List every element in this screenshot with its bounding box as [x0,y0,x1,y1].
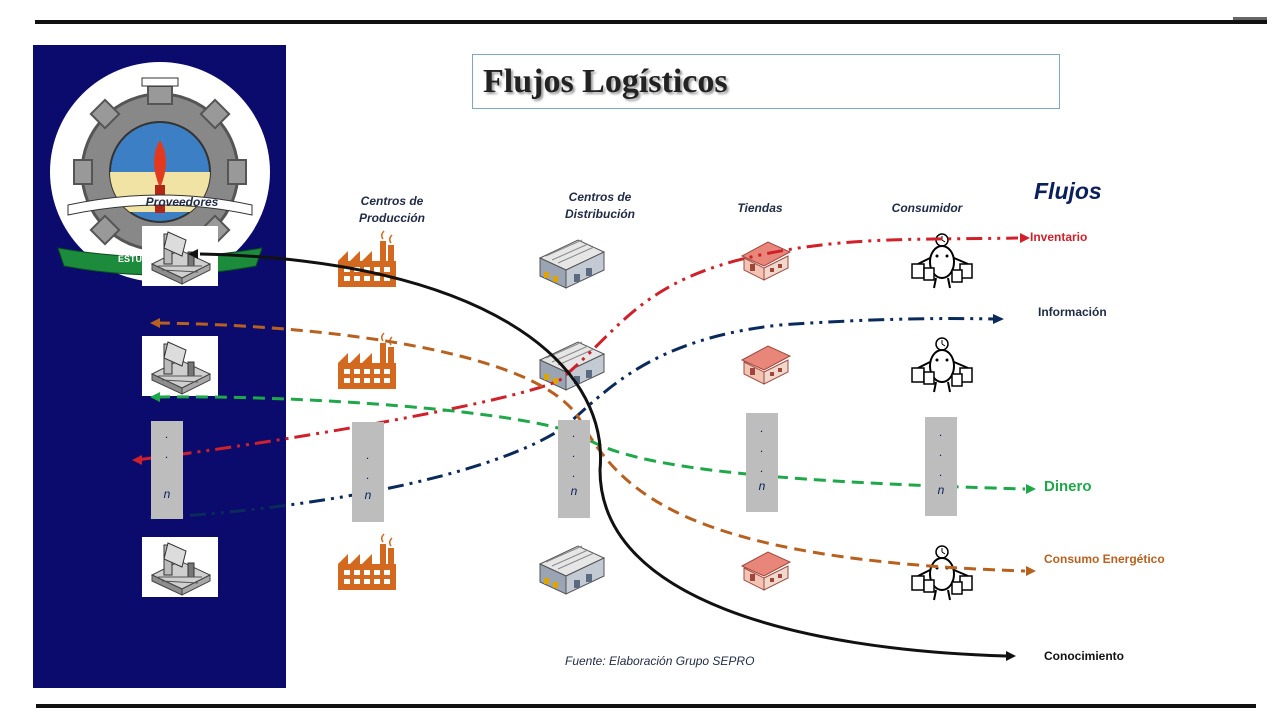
dinero-arrow-right [1026,484,1036,494]
source-note: Fuente: Elaboración Grupo SEPRO [565,654,755,668]
title-box: Flujos Logísticos [472,54,1060,109]
legend-dinero: Dinero [1044,478,1092,495]
legend-inventario: Inventario [1030,230,1088,244]
label-tiendas: Tiendas [737,201,783,215]
legend-conocimiento: Conocimiento [1044,649,1124,663]
consumer-icon [911,337,973,393]
warehouse-icon [539,239,605,289]
label-centros-produccion-line2: Producción [358,211,425,225]
supplier-building-icon [141,335,219,397]
label-proveedores: Proveedores [145,195,219,209]
supplier-building-icon [141,225,219,287]
label-centros-produccion-line1: Centros de [360,194,424,208]
label-centros-distribucion-line1: Centros de [568,190,632,204]
conocimiento-arrow-left [188,249,198,259]
warehouse-icon [539,545,605,595]
n-marker-consumidor: ... n [925,417,957,516]
supplier-building-icon [141,536,219,598]
label-consumidor: Consumidor [891,201,963,215]
n-marker-text: n [364,488,372,502]
n-marker-text: n [758,479,766,493]
inventario-arrow-left [132,455,142,465]
top-rule [35,20,1267,24]
consumer-icon [911,545,973,601]
legend-consumo: Consumo Energético [1044,552,1165,566]
label-centros-produccion: Centros de Producción [340,193,444,227]
n-marker-text: n [570,484,578,498]
factory-icon [337,230,397,288]
label-centros-distribucion-line2: Distribución [564,207,635,221]
n-marker-text: n [163,487,171,501]
page-title: Flujos Logísticos [483,63,728,100]
n-marker-tiendas: ... n [746,413,778,512]
inventario-flow-line [135,236,1019,462]
top-rule-accent [1233,17,1267,20]
n-marker-produccion: .. n [352,422,384,522]
label-centros-distribucion: Centros de Distribución [548,189,652,223]
n-marker-distribucion: ... n [558,420,590,518]
bottom-rule [36,704,1256,708]
store-icon [741,345,791,385]
legend-heading: Flujos [1034,178,1102,204]
conocimiento-flow-line [199,252,1007,658]
informacion-arrow [993,314,1004,324]
consumer-icon [911,233,973,289]
store-icon [741,551,791,591]
n-marker-proveedores: .. n [151,421,183,519]
inventario-arrow-right [1020,233,1030,243]
store-icon [741,241,791,281]
consumo-arrow-right [1026,566,1036,576]
consumo-arrow-left [150,318,160,328]
dinero-arrow-left [150,392,160,402]
n-marker-text: n [937,483,945,497]
warehouse-icon [539,341,605,391]
legend-informacion: Información [1038,305,1107,319]
conocimiento-arrow-right [1006,651,1016,661]
factory-icon [337,533,397,591]
